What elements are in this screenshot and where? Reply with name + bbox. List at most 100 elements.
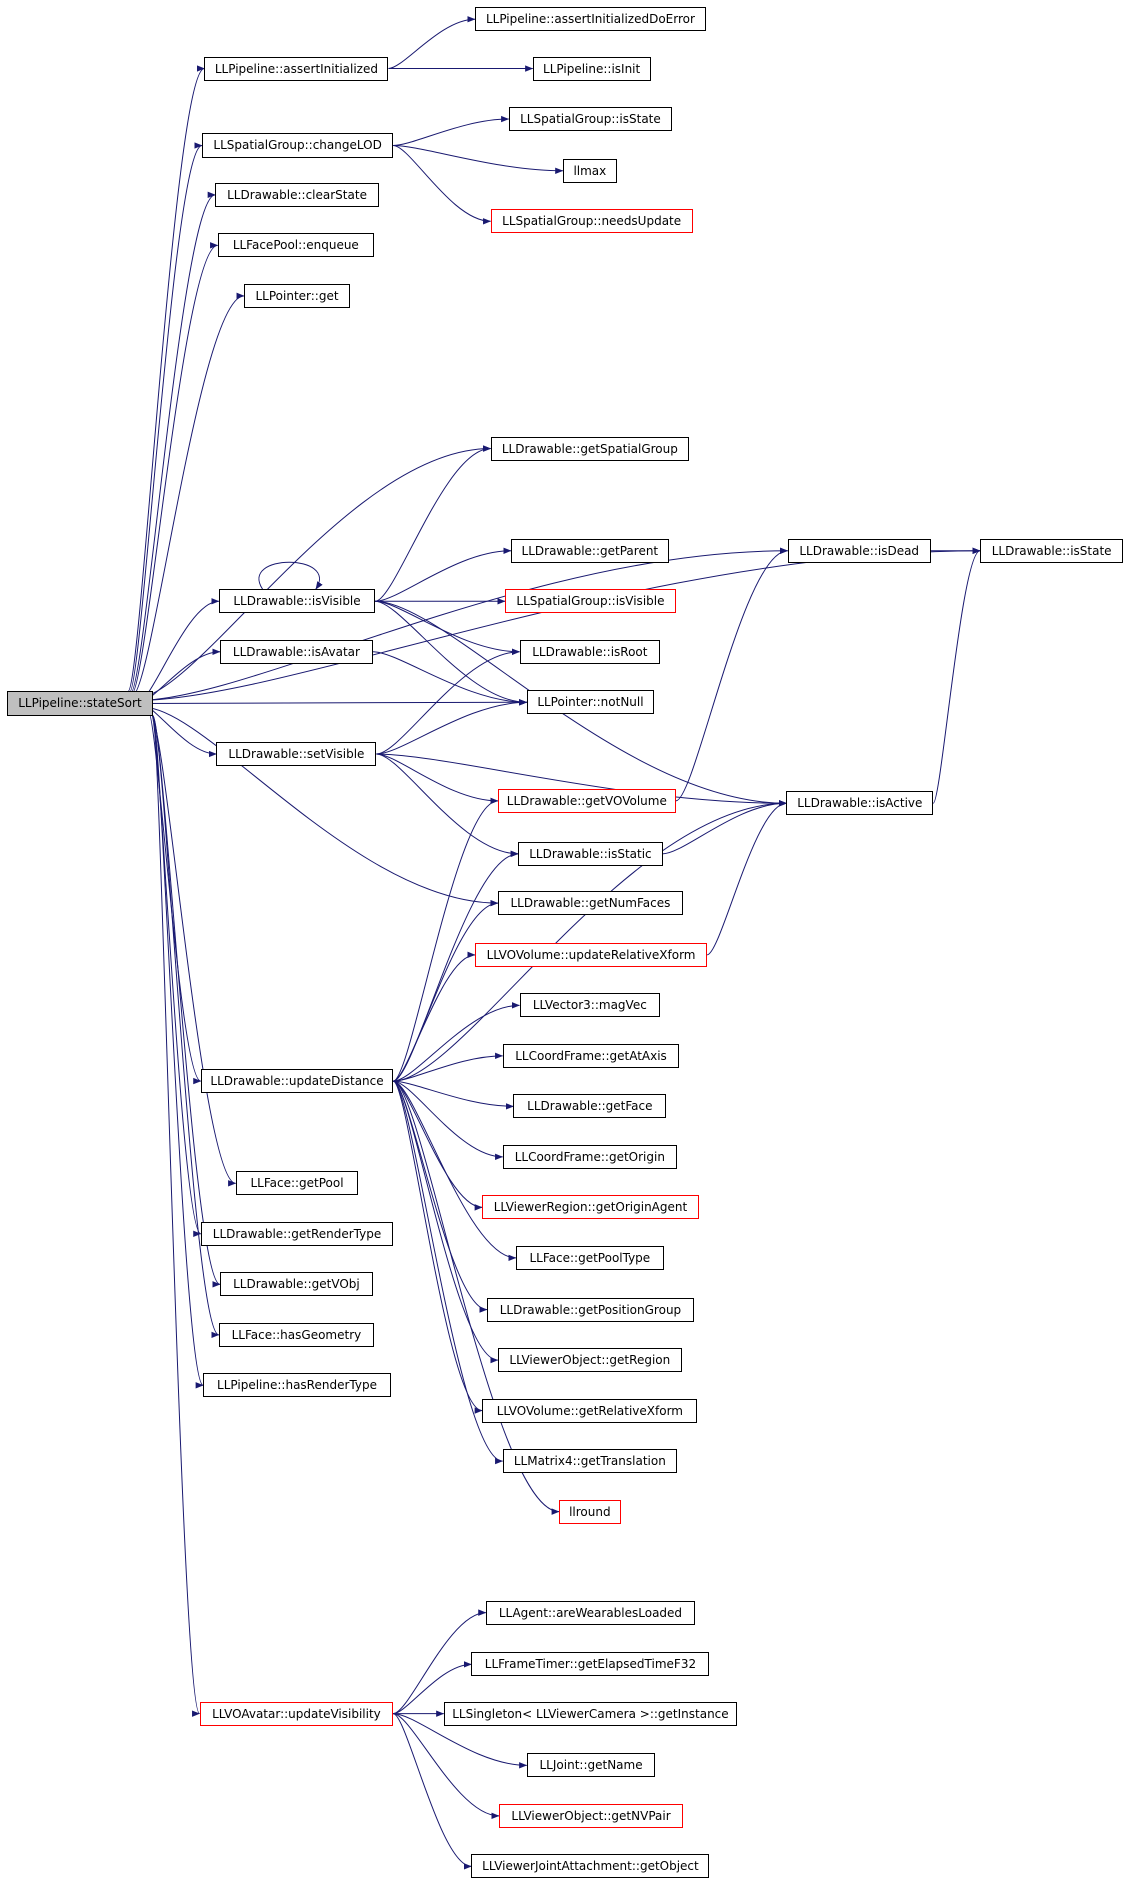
call-edge <box>392 1080 483 1414</box>
graph-node-mag-vec[interactable]: LLVector3::magVec <box>519 993 661 1018</box>
graph-node-get-pool[interactable]: LLFace::getPool <box>235 1171 359 1196</box>
graph-node-has-geometry[interactable]: LLFace::hasGeometry <box>218 1322 374 1347</box>
call-edge <box>393 145 564 174</box>
call-edge <box>393 1661 472 1715</box>
graph-node-update-relative-xform[interactable]: LLVOVolume::updateRelativeXform <box>475 942 708 967</box>
graph-node-update-distance[interactable]: LLDrawable::updateDistance <box>200 1069 394 1094</box>
call-edge <box>138 598 220 702</box>
call-edge <box>393 1080 504 1161</box>
call-edge <box>393 800 787 1082</box>
graph-node-is-avatar[interactable]: LLDrawable::isAvatar <box>220 639 373 664</box>
call-edge <box>662 800 787 855</box>
call-edge <box>393 115 510 147</box>
call-edge <box>144 706 499 907</box>
call-edge <box>137 547 981 701</box>
call-edge <box>376 753 787 807</box>
graph-node-set-visible[interactable]: LLDrawable::setVisible <box>216 741 377 767</box>
graph-node-has-render-type[interactable]: LLPipeline::hasRenderType <box>203 1373 391 1398</box>
call-edge <box>375 600 528 706</box>
graph-node-get-v-o-volume[interactable]: LLDrawable::getVOVolume <box>497 788 676 813</box>
call-edge <box>393 1080 514 1110</box>
graph-node-is-active[interactable]: LLDrawable::isActive <box>786 791 934 816</box>
graph-node-get-pool-type[interactable]: LLFace::getPoolType <box>515 1245 664 1270</box>
call-edge <box>132 292 245 696</box>
call-edge <box>131 242 219 695</box>
graph-node-llround[interactable]: llround <box>559 1499 621 1524</box>
call-edge <box>393 1713 500 1820</box>
call-edge <box>140 699 528 706</box>
graph-node-spatial-is-state[interactable]: LLSpatialGroup::isState <box>508 107 673 132</box>
call-edge <box>137 547 789 701</box>
call-edge <box>393 1713 528 1769</box>
graph-node-get-at-axis[interactable]: LLCoordFrame::getAtAxis <box>502 1043 680 1068</box>
graph-node-spatial-is-visible[interactable]: LLSpatialGroup::isVisible <box>505 589 676 614</box>
graph-node-get-num-faces[interactable]: LLDrawable::getNumFaces <box>497 891 684 916</box>
call-edge <box>152 715 220 1338</box>
call-edge <box>130 191 216 694</box>
call-edge <box>375 445 492 602</box>
graph-node-llmax[interactable]: llmax <box>562 158 617 183</box>
graph-node-get-n-v-pair[interactable]: LLViewerObject::getNVPair <box>499 1803 684 1828</box>
graph-node-get-render-type[interactable]: LLDrawable::getRenderType <box>200 1221 394 1246</box>
call-edge <box>392 797 499 1082</box>
graph-node-clear-state[interactable]: LLDrawable::clearState <box>215 182 379 207</box>
graph-node-change-l-o-d[interactable]: LLSpatialGroup::changeLOD <box>202 133 394 158</box>
graph-node-drawable-is-state[interactable]: LLDrawable::isState <box>980 538 1124 563</box>
call-edge <box>393 145 492 225</box>
graph-node-get-region[interactable]: LLViewerObject::getRegion <box>497 1348 682 1373</box>
call-edge <box>375 547 512 602</box>
call-edge <box>392 1080 499 1364</box>
graph-node-get-origin-agent[interactable]: LLViewerRegion::getOriginAgent <box>482 1195 699 1220</box>
graph-node-enqueue[interactable]: LLFacePool::enqueue <box>217 233 374 258</box>
graph-node-get-instance[interactable]: LLSingleton< LLViewerCamera >::getInstan… <box>443 1701 738 1726</box>
graph-node-get-v-obj[interactable]: LLDrawable::getVObj <box>220 1272 373 1297</box>
call-edge <box>376 699 528 755</box>
graph-node-get-position-group[interactable]: LLDrawable::getPositionGroup <box>487 1297 694 1322</box>
call-edge <box>372 651 528 706</box>
call-edge <box>388 16 476 70</box>
graph-node-update-visibility[interactable]: LLVOAvatar::updateVisibility <box>199 1701 394 1726</box>
call-edge <box>127 65 205 692</box>
graph-node-get-relative-xform[interactable]: LLVOVolume::getRelativeXform <box>482 1398 698 1423</box>
call-edge <box>393 1713 472 1870</box>
graph-node-assert-initialized-do-error[interactable]: LLPipeline::assertInitializedDoError <box>475 7 706 32</box>
call-edge <box>706 800 787 956</box>
call-edge <box>376 648 520 755</box>
graph-node-is-root[interactable]: LLDrawable::isRoot <box>519 639 661 664</box>
call-edge <box>393 1002 520 1082</box>
graph-node-needs-update[interactable]: LLSpatialGroup::needsUpdate <box>490 209 693 234</box>
call-edge <box>151 714 221 1288</box>
call-edge <box>393 1080 517 1262</box>
graph-node-get-spatial-group[interactable]: LLDrawable::getSpatialGroup <box>490 436 690 461</box>
call-edge <box>376 753 519 858</box>
graph-node-state-sort: LLPipeline::stateSort <box>7 691 153 716</box>
call-edge <box>152 715 204 1389</box>
call-edge <box>675 547 789 802</box>
graph-node-get-face[interactable]: LLDrawable::getFace <box>513 1094 667 1119</box>
call-edge <box>152 715 201 1717</box>
call-edge <box>129 142 203 693</box>
graph-node-is-dead[interactable]: LLDrawable::isDead <box>787 538 931 563</box>
graph-node-get-origin[interactable]: LLCoordFrame::getOrigin <box>502 1144 678 1169</box>
graph-node-is-visible[interactable]: LLDrawable::isVisible <box>218 589 376 614</box>
call-edge <box>932 547 981 804</box>
call-edge <box>393 1609 487 1715</box>
graph-node-is-static[interactable]: LLDrawable::isStatic <box>518 841 663 866</box>
graph-node-pointer-get[interactable]: LLPointer::get <box>244 283 350 308</box>
call-edge <box>375 600 520 655</box>
graph-node-not-null[interactable]: LLPointer::notNull <box>526 690 655 715</box>
call-edge <box>393 1080 560 1515</box>
call-edge <box>393 951 476 1082</box>
graph-node-get-name[interactable]: LLJoint::getName <box>526 1753 656 1778</box>
call-edge <box>135 445 492 699</box>
graph-node-get-object[interactable]: LLViewerJointAttachment::getObject <box>471 1854 710 1879</box>
graph-node-are-wearables-loaded[interactable]: LLAgent::areWearablesLoaded <box>485 1600 696 1625</box>
graph-node-get-parent[interactable]: LLDrawable::getParent <box>511 538 669 563</box>
graph-node-assert-initialized[interactable]: LLPipeline::assertInitialized <box>204 56 389 81</box>
graph-node-get-elapsed-time-f32[interactable]: LLFrameTimer::getElapsedTimeF32 <box>471 1652 710 1677</box>
graph-node-pipeline-is-init[interactable]: LLPipeline::isInit <box>532 56 651 81</box>
call-edge <box>258 561 323 590</box>
graph-node-get-translation[interactable]: LLMatrix4::getTranslation <box>502 1449 678 1474</box>
